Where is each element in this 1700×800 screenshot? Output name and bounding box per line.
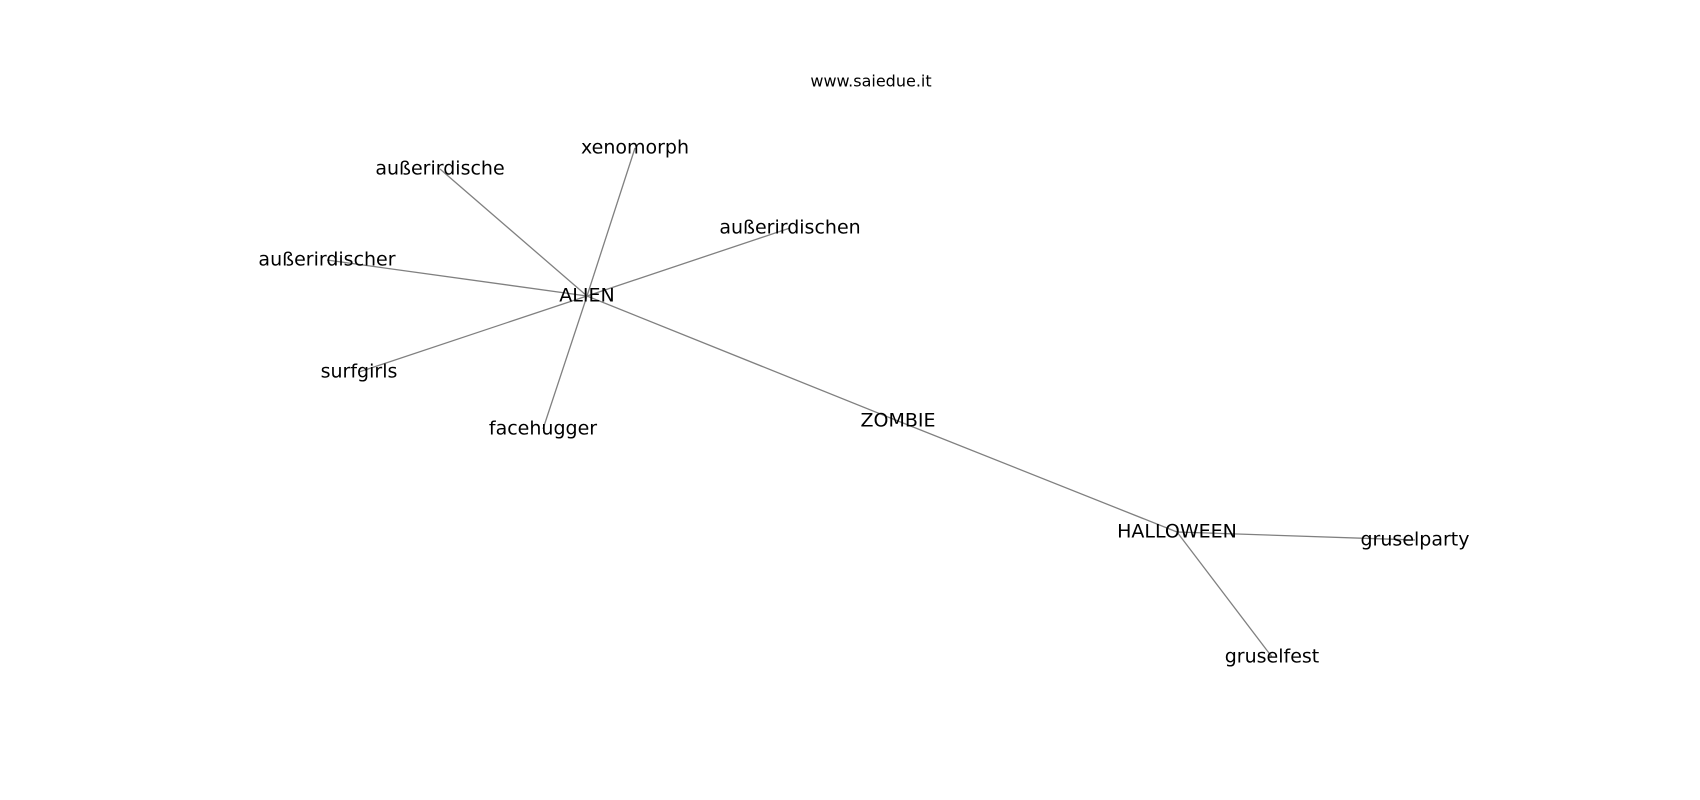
watermark-text: www.saiedue.it <box>810 72 931 91</box>
edge-alien-zombie <box>586 295 899 422</box>
edge-alien-ausserirdischer <box>326 259 588 297</box>
node-label-ausserirdischer: außerirdischer <box>258 249 395 271</box>
edge-alien-ausserirdischen <box>586 227 791 297</box>
node-label-surfgirls: surfgirls <box>321 361 398 383</box>
node-label-facehugger: facehugger <box>489 418 597 440</box>
edge-zombie-halloween <box>897 420 1178 533</box>
edge-halloween-gruselparty <box>1176 531 1416 541</box>
edge-halloween-gruselfest <box>1176 531 1273 658</box>
edge-alien-facehugger <box>542 295 588 430</box>
node-label-alien: ALIEN <box>559 285 614 307</box>
node-label-zombie: ZOMBIE <box>860 410 935 432</box>
labels-layer: ALIEN ZOMBIE HALLOWEEN xenomorph außerirdisc… <box>258 137 1469 668</box>
node-label-ausserirdischen: außerirdischen <box>719 217 860 239</box>
edge-alien-xenomorph <box>586 147 636 297</box>
node-label-halloween: HALLOWEEN <box>1117 521 1237 543</box>
node-label-gruselfest: gruselfest <box>1225 646 1320 668</box>
node-label-xenomorph: xenomorph <box>581 137 689 159</box>
edge-alien-ausserirdische <box>439 168 588 297</box>
edges-layer <box>326 147 1416 658</box>
node-label-gruselparty: gruselparty <box>1361 529 1470 551</box>
edge-alien-surfgirls <box>358 295 588 373</box>
node-label-ausserirdische: außerirdische <box>375 158 504 180</box>
